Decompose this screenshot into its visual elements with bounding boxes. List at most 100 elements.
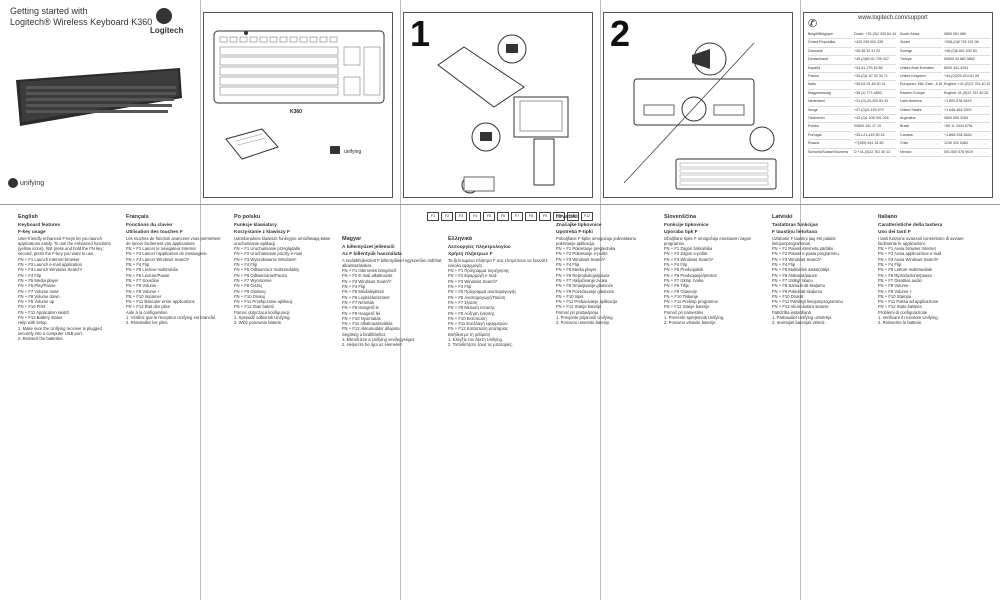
text-line: Palīdzība iestatīšanā [772,309,811,315]
phone-number: English: 41-(0)22 761 40 25 [944,90,990,99]
text-line: FN + F4 Flip [126,262,150,268]
text-line: FN + F8 Μείωση έντασης [448,305,495,311]
text-line: Izboljšane tipke F omogočajo enostaven z… [664,235,752,246]
text-line: Pomoć pri postavljanju [556,309,599,315]
phone-number: +1-866-934-5644 [944,132,990,141]
text-line: FN + F1 Uruchamianie przeglądarki [234,246,301,252]
text-line: 2. Réinstallez les piles. [126,320,169,326]
support-numbers-left: Dutch: +32-(0)2 200 64 44 +420 239 000 3… [854,31,896,158]
country-row: European, Mid. East., & African Hq. [900,81,942,90]
text-line: FN + F3 Windows Search* [664,256,714,262]
text-line: 2. Włóż ponownie baterie. [234,320,283,326]
text-line: FN + F11 Przełączanie aplikacji [234,299,293,305]
text-line: 2. Ponovno vstavite baterije. [664,320,717,326]
country-row: Danmark [808,48,852,57]
text-line: FN + F9 Volume + [878,288,912,294]
support-panel: ✆ www.logitech.com/support België/Belgiq… [803,12,993,198]
phone-number: 00800 44 882 5862 [944,56,990,65]
step-1-illustration [437,34,569,194]
support-numbers-right: 0800 981 089 +358-(0)9 725 191 08 +46-(0… [944,31,990,158]
fkey: F9 [539,212,551,221]
fkey: F5 [483,212,495,221]
section-subheading: F taustiņu lietošana [772,230,818,236]
text-line: FN + F6 Play/Pause [18,283,56,289]
language-name: Po polsku [234,214,261,220]
text-line: FN + F1 Avvia browser Internet [878,246,936,252]
text-line: FN + F7 Σίγαση [448,299,478,305]
phone-number: +1 646-454-3200 [944,107,990,116]
text-line: FN + F12 Stato batteria [878,304,922,310]
text-line: FN + F9 Volume up [18,299,55,305]
unifying-label: unifying [20,179,45,187]
phone-number: 001 800 578 9619 [944,149,990,158]
text-line: FN + F5 Lecteur multimédia [126,267,178,273]
logitech-logo-icon [156,8,172,24]
text-line: FN + F3 Lancer Windows Search* [126,256,190,262]
text-line: A továbbfejlesztett F billentyűkkel egys… [342,257,442,268]
phone-number: 8000 441-4294 [944,65,990,74]
text-line: FN + F11 Pārslēgt lietojumprogrammu [772,299,843,305]
fkey: F7 [511,212,523,221]
text-line: Poboljšane F-tipke omogućuju jednostavno… [556,235,637,246]
country-row: Russia [808,140,852,149]
phone-number: +33-(0)1-57 32 32 71 [854,73,896,82]
text-line: 1. Ελέγξτε τον δέκτη Unifying. [448,337,503,343]
box-contents-panel: K360 unifying [203,12,393,198]
fkey: F2 [441,212,453,221]
box-unifying-text: unifying [344,149,362,155]
text-line: FN + F8 Ciszej [234,283,262,289]
text-line: Problemi di configurazione [878,309,928,315]
phone-number: +44-(0)203-024-81 59 [944,73,990,82]
country-row: Latin America [900,98,942,107]
text-line: 1. Make sure the Unifying receiver is pl… [18,325,102,336]
section-heading: A billentyűzet jellemzői [342,245,395,250]
text-line: Les touches de fonction avancées vous pe… [126,235,221,246]
support-url[interactable]: www.logitech.com/support [858,15,928,21]
phone-number: +351-21-415 90 16 [854,132,896,141]
phone-number: Dutch: +32-(0)2 200 64 44 [854,31,896,40]
text-line: FN + F4 Flip [18,272,42,278]
step-2-panel: 2 [603,12,793,198]
text-line: 1. Provjerite prijamnik Unifying. [556,315,614,321]
fkey: F4 [469,212,481,221]
text-line: FN + F7 Izslēgt skaņu [772,277,813,283]
country-row: Mexico [900,149,942,158]
text-line: FN + F10 Εκτύπωση [448,315,487,321]
unifying-badge: unifying [8,178,44,188]
text-line: FN + F2 Uruchamianie poczty e-mail [234,251,303,257]
text-line: FN + F3 Windows Search* [556,256,606,262]
language-name: Italiano [878,214,898,220]
step-1-number: 1 [410,13,431,54]
text-line: FN + F3 Launch Windows Search* [18,267,83,273]
fold-line [200,0,201,600]
text-line: FN + F7 Disattiva audio [878,277,922,283]
text-line: FN + F2 Palaist e-pasta programmu [772,251,839,257]
phone-number: D +41-(0)22 761 40 12 [854,149,896,158]
phone-number: +43-(0)1 206 091 026 [854,115,896,124]
text-line: FN + F1 Launch Internet browser [18,256,80,262]
text-line: FN + F9 Hangerő fel [342,310,381,316]
phone-number: 00800 441 17 19 [854,123,896,132]
language-name: Français [126,214,149,220]
text-line: Τα βελτιωμένα πλήκτρα F σας επιτρέπουν ν… [448,257,548,268]
text-line: 1. Verificare il ricevitore Unifying. [878,315,939,321]
text-line: 2. Ponovno umetnite baterije. [556,320,611,326]
section-subheading: Upotreba F-tipki [556,230,593,236]
language-name: English [18,214,38,220]
section-subheading: Az F billentyűk használata [342,252,402,258]
text-line: FN + F6 Lejátszás/szünet [342,294,390,300]
language-name: Hrvatski [556,214,578,220]
text-line: FN + F1 Lancer le navigateur Internet [126,246,196,252]
brand-name: Logitech [150,26,184,35]
phone-number: +39-02-91 48 30 31 [854,81,896,90]
fkey: F6 [497,212,509,221]
phone-number: 0800 981 089 [944,31,990,40]
country-row: Brasil [900,123,942,132]
text-line: FN + F10 Nyomtatás [342,315,381,321]
cover-title-line2: Logitech® Wireless Keyboard K360 [10,17,153,27]
text-line: 1. Vérifiez que le récepteur Unifying es… [126,315,217,321]
country-row: Nederland [808,98,852,107]
